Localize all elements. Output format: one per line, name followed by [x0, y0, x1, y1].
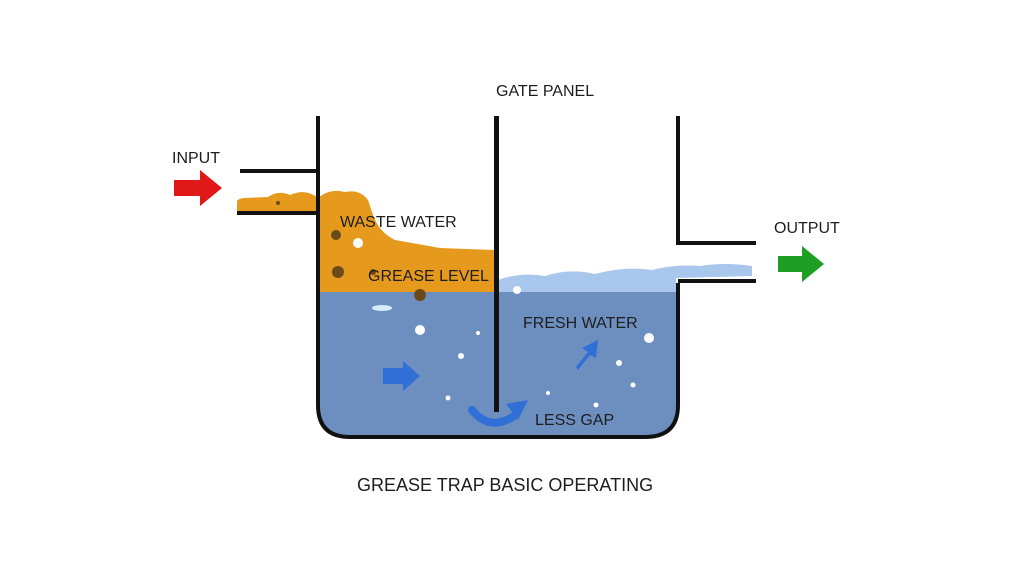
bubble	[546, 391, 550, 395]
bubble	[644, 333, 654, 343]
grease-particle	[370, 269, 376, 275]
input-arrow-icon	[174, 170, 222, 206]
tank-walls	[316, 116, 680, 439]
bubble	[353, 238, 363, 248]
flow-arrow-icon	[383, 361, 420, 391]
output-label: OUTPUT	[774, 220, 840, 237]
less-gap-label: LESS GAP	[535, 412, 614, 429]
bubble	[513, 286, 521, 294]
grease-layer	[236, 190, 494, 292]
gate-panel-label: GATE PANEL	[496, 83, 594, 100]
bubble	[458, 353, 464, 359]
fresh-water-surface	[498, 264, 752, 292]
output-chamber-wall	[676, 116, 756, 245]
bubble	[445, 395, 451, 401]
waste-water-label: WASTE WATER	[340, 214, 457, 231]
bubble	[476, 331, 480, 335]
bubble	[616, 360, 622, 366]
grease-particle	[414, 289, 426, 301]
gate-panel	[494, 116, 499, 412]
bubble	[630, 382, 636, 388]
curved-arrow-icon	[468, 406, 518, 427]
diagram-caption: GREASE TRAP BASIC OPERATING	[357, 475, 653, 495]
bubble	[372, 305, 392, 311]
curved-arrow-head-icon	[506, 400, 528, 420]
bubble	[415, 325, 425, 335]
flow-arrow-icon	[576, 340, 598, 370]
grease-particle	[276, 201, 280, 205]
fresh-water-label: FRESH WATER	[523, 315, 638, 332]
grease-particle	[331, 230, 341, 240]
bubble	[593, 402, 599, 408]
grease-level-label: GREASE LEVEL	[368, 268, 489, 285]
input-label: INPUT	[172, 150, 220, 167]
output-arrow-icon	[778, 246, 824, 282]
grease-particle	[332, 266, 344, 278]
